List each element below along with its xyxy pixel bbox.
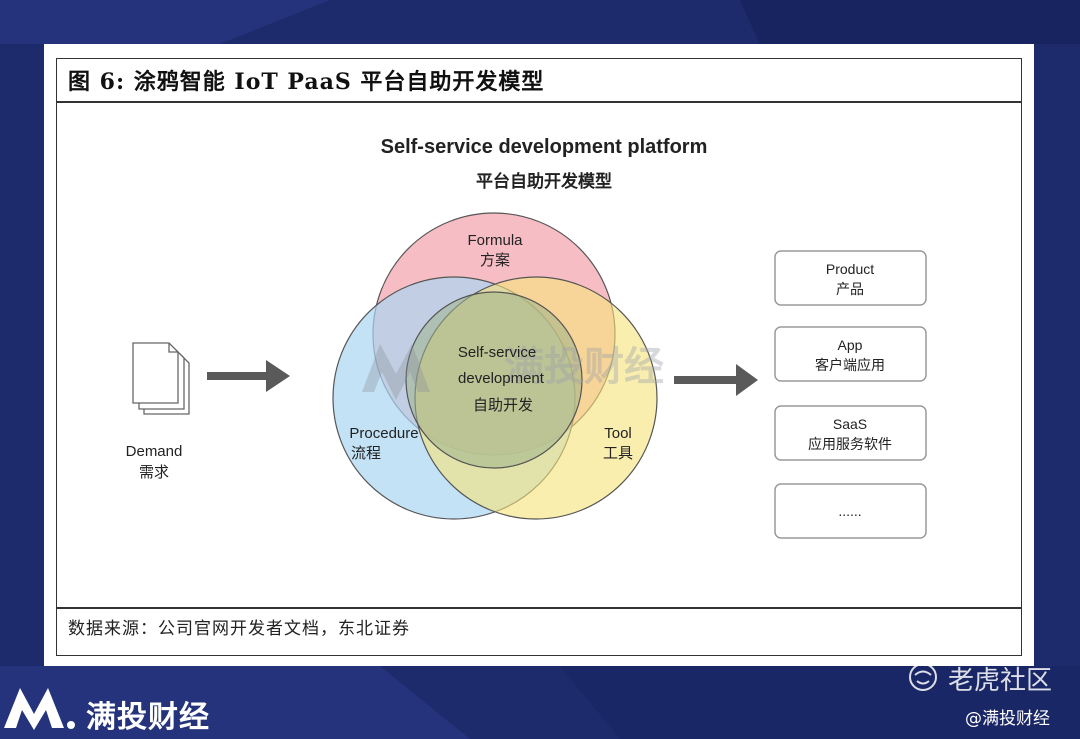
brand-logo-text: 满投财经 [86,700,210,735]
output-more-label: ...... [838,503,861,519]
center-label-line2: development [458,370,545,387]
output-arrow-icon [674,364,758,396]
center-label-line3: 自助开发 [473,396,533,414]
document-stack-icon [132,342,190,415]
procedure-label-cn: 流程 [351,444,381,462]
output-app-cn: 客户端应用 [815,357,885,374]
procedure-label-en: Procedure [349,425,418,442]
tool-label-cn: 工具 [603,444,633,462]
formula-label-cn: 方案 [480,251,510,269]
diagram-heading-en: Self-service development platform [381,136,708,158]
watermark-community: 老虎社区 [948,666,1053,696]
output-box-product: Product 产品 [774,250,927,306]
formula-label-en: Formula [467,232,523,249]
tiger-logo-icon [909,663,937,691]
diagram: Self-service development platform 平台自助开发… [126,136,927,539]
output-product-cn: 产品 [836,282,864,298]
figure-card: 图 6: 涂鸦智能 IoT PaaS 平台自助开发模型 Self-service… [44,44,1034,666]
demand-label-cn: 需求 [139,463,169,481]
output-box-saas: SaaS 应用服务软件 [774,405,927,461]
title-rule [56,101,1022,103]
watermark-logo-icon [362,344,430,400]
brand-logo-icon [4,688,75,730]
source-rule [56,607,1022,609]
output-app-en: App [838,337,863,353]
demand-label-en: Demand [126,443,183,460]
figure-frame [56,58,1022,656]
output-saas-cn: 应用服务软件 [808,436,892,453]
center-circle [405,291,583,469]
output-saas-en: SaaS [833,416,867,432]
input-arrow-icon [207,360,290,392]
center-label-line1: Self-service [458,344,536,361]
figure-title: 图 6: 涂鸦智能 IoT PaaS 平台自助开发模型 [68,69,545,95]
source-note: 数据来源：公司官网开发者文档，东北证券 [68,619,410,639]
output-box-app: App 客户端应用 [774,326,927,382]
diagram-heading-cn: 平台自助开发模型 [476,171,612,192]
output-box-more: ...... [774,483,927,539]
venn-diagram [332,212,658,520]
tool-label-en: Tool [604,425,632,442]
watermark-handle: @满投财经 [965,709,1050,729]
output-product-en: Product [826,261,874,277]
diagram-watermark: 满投财经 [504,344,664,390]
